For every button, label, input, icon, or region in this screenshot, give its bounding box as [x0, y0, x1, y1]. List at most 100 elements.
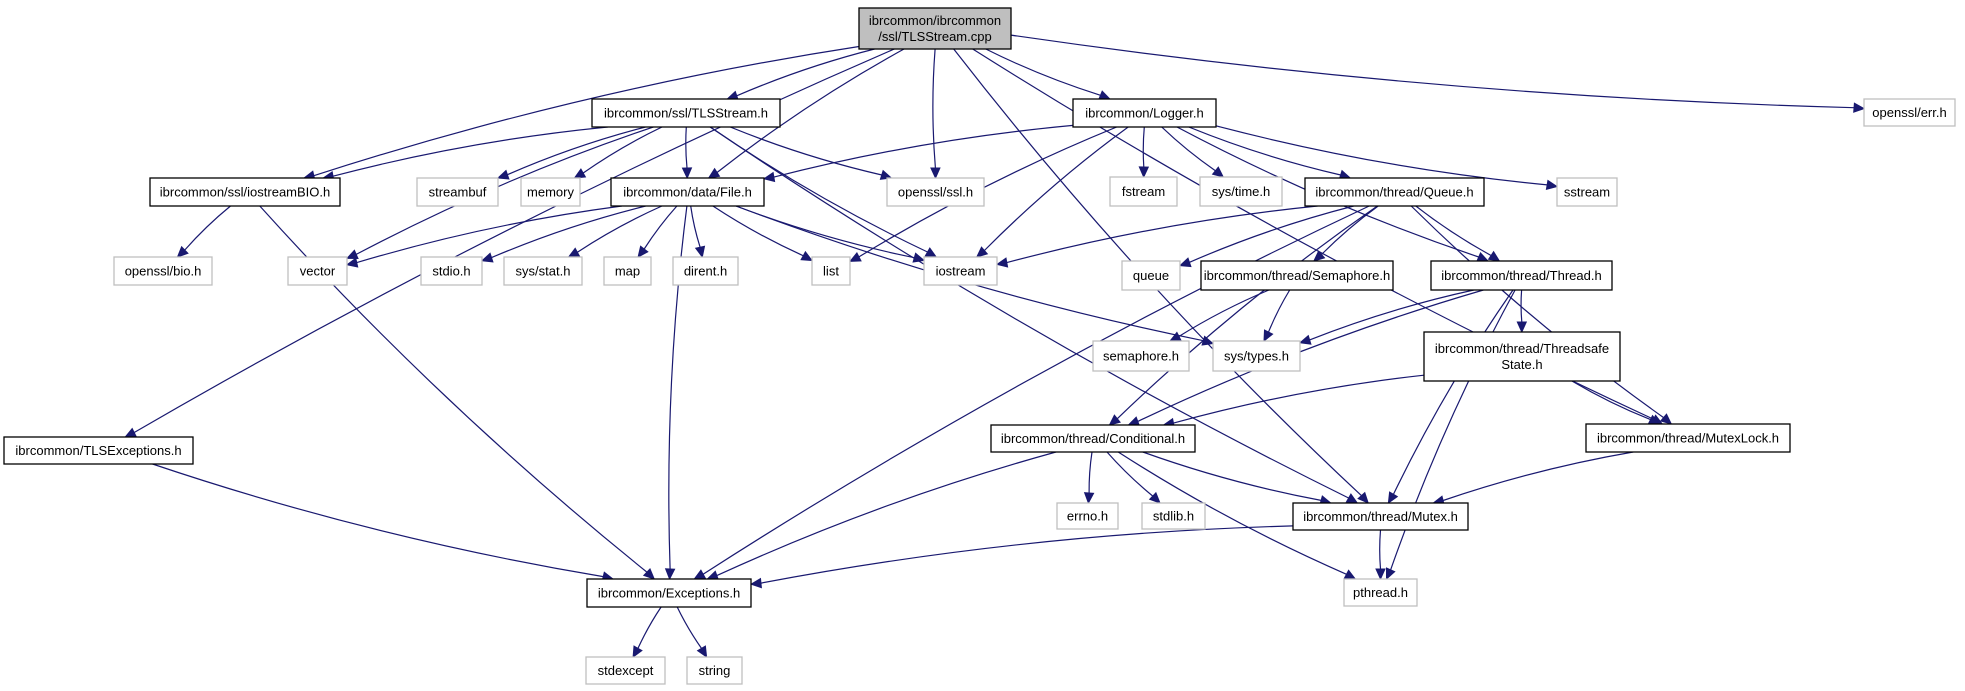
edge-queue_h-to-queue: [1178, 205, 1354, 268]
edge-line: [356, 205, 622, 264]
node-logger-h[interactable]: ibrcommon/Logger.h: [1072, 98, 1217, 128]
arrowhead-icon: [749, 577, 762, 589]
edge-line: [1106, 451, 1154, 497]
node-fstream: fstream: [1109, 176, 1178, 207]
edge-logger_h-to-queue_h: [1188, 126, 1352, 180]
edge-line: [1088, 451, 1093, 494]
node-errno-h: errno.h: [1056, 502, 1119, 530]
edge-file_h-to-iostream: [735, 205, 926, 263]
edge-conditional_h-to-exceptions_h: [706, 451, 1057, 581]
edge-logger_h-to-systime_h: [1161, 126, 1225, 178]
arrowhead-icon: [345, 257, 359, 268]
edge-line: [1137, 289, 1484, 422]
node-iostreambio-h[interactable]: ibrcommon/ssl/iostreamBIO.h: [149, 177, 341, 207]
node-box: [1863, 98, 1956, 127]
node-tlsstream-h[interactable]: ibrcommon/ssl/TLSStream.h: [591, 98, 781, 128]
node-queue-h[interactable]: ibrcommon/thread/Queue.h: [1304, 177, 1485, 207]
edge-exceptions_h-to-stdexcept: [632, 606, 662, 659]
node-tlsexceptions-h[interactable]: ibrcommon/TLSExceptions.h: [3, 436, 194, 465]
arrowhead-icon: [848, 251, 862, 262]
node-label: stdio.h: [432, 264, 470, 279]
arrowhead-icon: [1343, 569, 1357, 580]
node-queue: queue: [1121, 260, 1181, 291]
edge-mutex_h-to-exceptions_h: [749, 525, 1294, 589]
arrowhead-icon: [496, 169, 510, 180]
node-label: string: [699, 663, 731, 678]
node-mutex-h[interactable]: ibrcommon/thread/Mutex.h: [1292, 502, 1469, 531]
edge-line: [858, 126, 1117, 258]
edge-line: [355, 126, 654, 255]
node-label: ibrcommon/thread/MutexLock.h: [1597, 431, 1779, 446]
edge-conditional_h-to-mutex_h: [1142, 451, 1332, 506]
node-box: [1212, 340, 1301, 372]
edge-tlsstream_h-to-ssl_h: [729, 126, 893, 180]
node-label: errno.h: [1067, 509, 1108, 524]
edge-root-to-tlsstream_h: [726, 48, 875, 101]
edge-line: [983, 126, 1129, 251]
edge-root-to-file_h: [707, 48, 905, 179]
node-thread-h[interactable]: ibrcommon/thread/Thread.h: [1430, 260, 1613, 291]
arrowhead-icon: [1148, 491, 1161, 504]
edge-line: [1189, 205, 1354, 263]
node-label: dirent.h: [684, 264, 727, 279]
arrowhead-icon: [632, 645, 643, 659]
node-file-h[interactable]: ibrcommon/data/File.h: [610, 177, 765, 207]
node-ssl-h: openssl/ssl.h: [886, 177, 985, 207]
edge-thread_h-to-threadsafe_h: [1516, 289, 1528, 334]
edge-root-to-logger_h: [985, 48, 1111, 100]
node-stdio-h: stdio.h: [420, 256, 483, 286]
arrowhead-icon: [1178, 257, 1192, 268]
node-box: [923, 256, 998, 286]
node-label: ibrcommon/ibrcommon: [869, 13, 1001, 28]
edge-line: [760, 525, 1294, 584]
edge-file_h-to-map: [637, 205, 678, 258]
node-label: openssl/ssl.h: [898, 185, 973, 200]
arrowhead-icon: [1263, 329, 1274, 343]
arrowhead-icon: [567, 247, 581, 258]
edge-queue_h-to-iostream: [995, 205, 1318, 268]
arrowhead-icon: [176, 245, 189, 258]
node-box: [1585, 423, 1791, 453]
node-label: queue: [1133, 268, 1169, 283]
edge-line: [690, 205, 701, 248]
node-box: [1423, 331, 1621, 382]
node-semaphore-hpp[interactable]: ibrcommon/thread/Semaphore.h: [1200, 260, 1394, 291]
edge-line: [1442, 451, 1634, 502]
edge-line: [1392, 289, 1514, 495]
node-label: openssl/err.h: [1872, 105, 1946, 120]
arrowhead-icon: [924, 247, 938, 258]
edge-line: [1117, 451, 1347, 575]
node-memory: memory: [520, 177, 581, 207]
edge-line: [1267, 289, 1291, 333]
arrowhead-icon: [637, 245, 649, 258]
arrowhead-icon: [1476, 251, 1490, 262]
arrowhead-icon: [1375, 568, 1386, 581]
arrowhead-icon: [1108, 414, 1121, 426]
node-systypes-h: sys/types.h: [1212, 340, 1301, 372]
edge-logger_h-to-fstream: [1138, 126, 1150, 179]
edge-line: [729, 126, 882, 176]
node-box: [113, 256, 213, 286]
node-box: [610, 177, 765, 207]
node-bio-h: openssl/bio.h: [113, 256, 213, 286]
node-box: [1200, 260, 1394, 291]
node-label: sys/time.h: [1212, 184, 1271, 199]
edge-exceptions_h-to-string: [676, 606, 708, 659]
node-box: [1292, 502, 1469, 531]
arrowhead-icon: [345, 249, 359, 260]
edge-file_h-to-vector: [345, 205, 622, 268]
arrowhead-icon: [693, 569, 707, 580]
node-label: ibrcommon/thread/Conditional.h: [1001, 431, 1185, 446]
node-label: stdexcept: [598, 663, 654, 678]
node-mutexlock-h[interactable]: ibrcommon/thread/MutexLock.h: [1585, 423, 1791, 453]
node-exceptions-h[interactable]: ibrcommon/Exceptions.h: [586, 578, 752, 608]
node-box: [1141, 502, 1206, 530]
edge-tlsstream_h-to-iostreambio_h: [322, 126, 608, 182]
edge-tlsstream_h-to-streambuf: [496, 126, 646, 180]
arrowhead-icon: [124, 427, 137, 438]
edge-line: [985, 48, 1101, 96]
edge-line: [507, 126, 646, 176]
node-string: string: [686, 656, 743, 685]
node-conditional-h[interactable]: ibrcommon/thread/Conditional.h: [990, 424, 1196, 453]
